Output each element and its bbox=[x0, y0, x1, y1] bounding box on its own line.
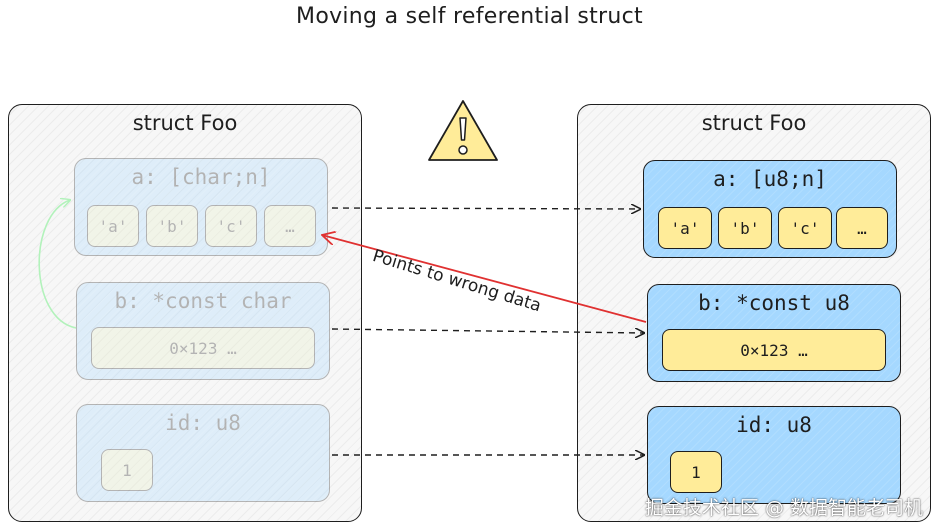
diagram-title: Moving a self referential struct bbox=[296, 4, 643, 29]
left-field-b-value: 0×123 … bbox=[91, 327, 315, 369]
right-struct-label: struct Foo bbox=[701, 111, 807, 135]
left-field-id: id: u8 1 bbox=[76, 404, 330, 502]
right-cell-b: 'b' bbox=[718, 207, 772, 249]
watermark: 掘金技术社区 @ 数据智能老司机 bbox=[644, 497, 923, 519]
left-struct: struct Foo bbox=[8, 104, 362, 522]
left-cell-b: 'b' bbox=[146, 205, 198, 247]
left-field-a-label: a: [char;n] bbox=[131, 165, 271, 189]
right-field-id-value: 1 bbox=[670, 451, 722, 493]
warning-triangle-icon bbox=[428, 100, 498, 161]
left-field-id-value: 1 bbox=[101, 449, 153, 491]
right-field-id-label: id: u8 bbox=[736, 413, 812, 437]
left-struct-label: struct Foo bbox=[132, 111, 238, 135]
right-cell-ellipsis: … bbox=[836, 207, 888, 249]
wrong-pointer-arrow bbox=[322, 235, 647, 323]
right-field-b: b: *const u8 0×123 … bbox=[647, 284, 901, 382]
right-field-a: a: [u8;n] 'a' 'b' 'c' … bbox=[643, 160, 897, 258]
right-field-b-label: b: *const u8 bbox=[698, 291, 850, 315]
left-cell-ellipsis: … bbox=[264, 205, 316, 247]
right-field-b-value: 0×123 … bbox=[662, 329, 886, 371]
right-field-a-label: a: [u8;n] bbox=[713, 167, 827, 191]
right-cell-c: 'c' bbox=[778, 207, 832, 249]
left-field-b-label: b: *const char bbox=[114, 289, 292, 313]
right-cell-a: 'a' bbox=[658, 207, 712, 249]
left-field-a: a: [char;n] 'a' 'b' 'c' … bbox=[74, 158, 328, 256]
move-arrow-a bbox=[331, 208, 640, 209]
self-reference-arrow bbox=[38, 200, 77, 329]
right-field-id: id: u8 1 bbox=[647, 406, 901, 504]
left-cell-a: 'a' bbox=[87, 205, 139, 247]
left-field-id-label: id: u8 bbox=[165, 411, 241, 435]
move-arrow-b bbox=[331, 329, 644, 333]
left-cell-c: 'c' bbox=[205, 205, 257, 247]
left-field-b: b: *const char 0×123 … bbox=[76, 282, 330, 380]
